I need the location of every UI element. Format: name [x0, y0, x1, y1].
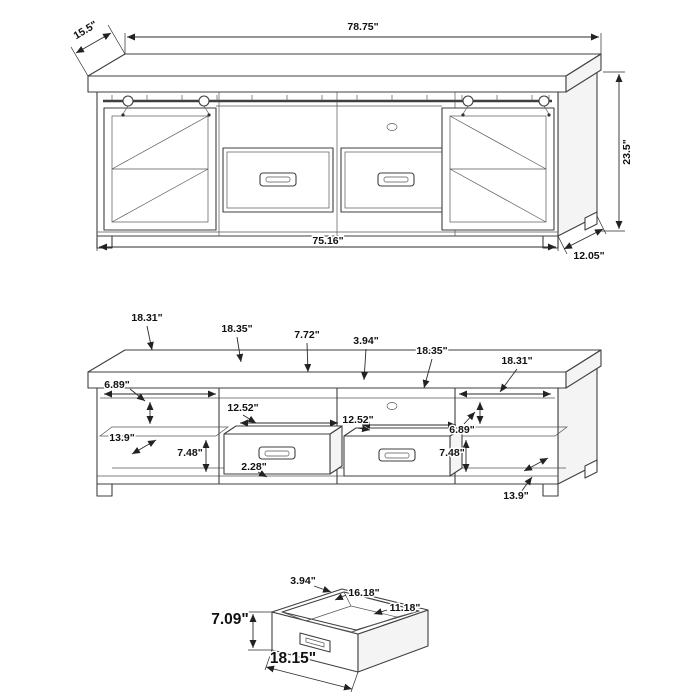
- leg-front-left-2: [96, 483, 113, 497]
- top-slab-end: [565, 53, 602, 93]
- leader-drawer-inner-depth: [373, 608, 388, 615]
- door-bolt-3: [461, 113, 465, 117]
- ext-interior-width: [96, 238, 559, 251]
- dim-h-lower-right: 7.48": [439, 447, 464, 459]
- dim-w-left-shelf: 18.35": [221, 323, 252, 335]
- dim-d-shelf-right: 13.9": [503, 490, 528, 502]
- drawer-box-right-slot: [384, 452, 410, 459]
- leader-w-right: [499, 368, 518, 393]
- drawer3d-handle: [299, 632, 331, 653]
- door-bolt-1: [121, 113, 125, 117]
- dim-drawer-height: 7.09": [211, 611, 249, 628]
- dimline-d-shelf-right: [523, 457, 549, 472]
- leg-front-right-2: [542, 483, 559, 497]
- drawer-box-left-handle: [258, 446, 296, 460]
- dim-overall-height: 23.5": [621, 139, 633, 164]
- dim-h-cubby-left: 6.89": [104, 379, 129, 391]
- barn-door-right-braces: [449, 115, 547, 223]
- leader-w-gap-upper: [304, 342, 312, 373]
- dim-overall-width: 78.75": [347, 21, 378, 33]
- top-slab-end-2: [565, 349, 602, 389]
- drawer3d-interior: [281, 591, 420, 633]
- leader-w-left: [146, 325, 154, 351]
- drawer3d-handle-slot: [305, 637, 325, 648]
- dim-w-drawer-left: 12.52": [227, 402, 258, 414]
- interior-lines: [97, 105, 558, 233]
- drawer-box-right-rim: [343, 427, 463, 437]
- left-shelf: [98, 426, 230, 437]
- dim-h-base: 2.28": [241, 461, 266, 473]
- leader-drawer-inner-width: [334, 593, 347, 601]
- leader-d-shelf-right: [520, 476, 533, 493]
- top-slab-top: [87, 53, 602, 77]
- leader-w-gap-small: [361, 348, 369, 381]
- view-console-interior: 18.31" 18.35" 7.72" 3.94" 18.35" 18.31" …: [87, 311, 602, 504]
- dim-interior-width: 75.16": [312, 235, 343, 247]
- dim-h-lower-left: 7.48": [177, 447, 202, 459]
- leader-h-cubby-left: [129, 388, 146, 402]
- door-roller-4: [538, 95, 550, 107]
- dim-drawer-inner-width: 16.18": [348, 587, 379, 599]
- drawer-box-right-handle: [378, 448, 416, 462]
- dimline-d-shelf-left: [131, 439, 157, 455]
- cable-hole-2: [386, 402, 398, 410]
- leg-back-right: [584, 211, 598, 231]
- dim-drawer-inner-depth: 11.18": [390, 602, 421, 614]
- dim-w-right: 18.31": [501, 355, 532, 367]
- ext-overall-width: [124, 33, 602, 54]
- ext-drawer-height: [248, 611, 272, 651]
- drawer-handle-left-slot: [265, 176, 291, 183]
- leader-h-cubby-right: [463, 411, 476, 425]
- top-slab-front-2: [87, 371, 567, 389]
- dim-overall-depth: 15.5": [71, 19, 99, 42]
- dim-h-cubby-right: 6.89": [449, 424, 474, 436]
- drawer-front-left-inner: [226, 151, 330, 209]
- drawer-handle-right-slot: [383, 176, 409, 183]
- drawer-box-left-slot: [264, 450, 290, 457]
- dim-drawer-back-height: 3.94": [290, 575, 315, 587]
- leader-drawer-back-height: [313, 585, 332, 593]
- leader-w-drawer-right: [357, 425, 371, 433]
- top-slab-front: [87, 75, 567, 93]
- dim-drawer-width: 18.15": [270, 650, 316, 667]
- view-console-perspective: 78.75" 15.5" 23.5" 75.16" 12.05": [70, 17, 635, 263]
- dim-w-gap-small: 3.94": [353, 335, 378, 347]
- drawer-handle-right: [377, 172, 415, 187]
- dimline-side-depth: [563, 228, 604, 250]
- right-side-panel: [557, 69, 598, 237]
- leg-front-left: [96, 235, 113, 249]
- leg-back-right-2: [584, 459, 598, 479]
- door-bolt-4: [547, 113, 551, 117]
- leader-w-left-shelf: [236, 336, 244, 363]
- door-bolt-2: [207, 113, 211, 117]
- door-roller-3: [462, 95, 474, 107]
- dim-w-left: 18.31": [131, 312, 162, 324]
- ext-side-depth: [557, 215, 607, 255]
- dim-w-right-shelf: 18.35": [416, 345, 447, 357]
- door-hanger-straps: [122, 105, 550, 115]
- dimline-overall-depth: [75, 32, 112, 54]
- leader-h-base: [257, 470, 268, 478]
- right-shelf: [456, 426, 569, 437]
- rail-brackets: [111, 95, 550, 101]
- leg-front-right: [542, 235, 559, 249]
- barn-door-left-braces: [111, 115, 209, 223]
- dim-w-drawer-right: 12.52": [342, 414, 373, 426]
- door-roller-1: [122, 95, 134, 107]
- drawer-handle-left: [259, 172, 297, 187]
- drawer-box-left-rim: [223, 425, 343, 435]
- leader-w-drawer-left: [242, 414, 257, 424]
- dim-w-gap-upper: 7.72": [294, 329, 319, 341]
- view-drawer-detail: 7.09" 18.15" 3.94" 16.18" 11.18": [210, 574, 429, 693]
- dim-d-shelf-left: 13.9": [109, 432, 134, 444]
- dimline-drawer-width: [265, 665, 353, 691]
- ext-overall-depth: [70, 24, 126, 77]
- leader-w-right-shelf: [422, 358, 433, 389]
- dim-side-depth: 12.05": [573, 250, 604, 262]
- door-roller-2: [198, 95, 210, 107]
- cable-hole: [386, 123, 398, 131]
